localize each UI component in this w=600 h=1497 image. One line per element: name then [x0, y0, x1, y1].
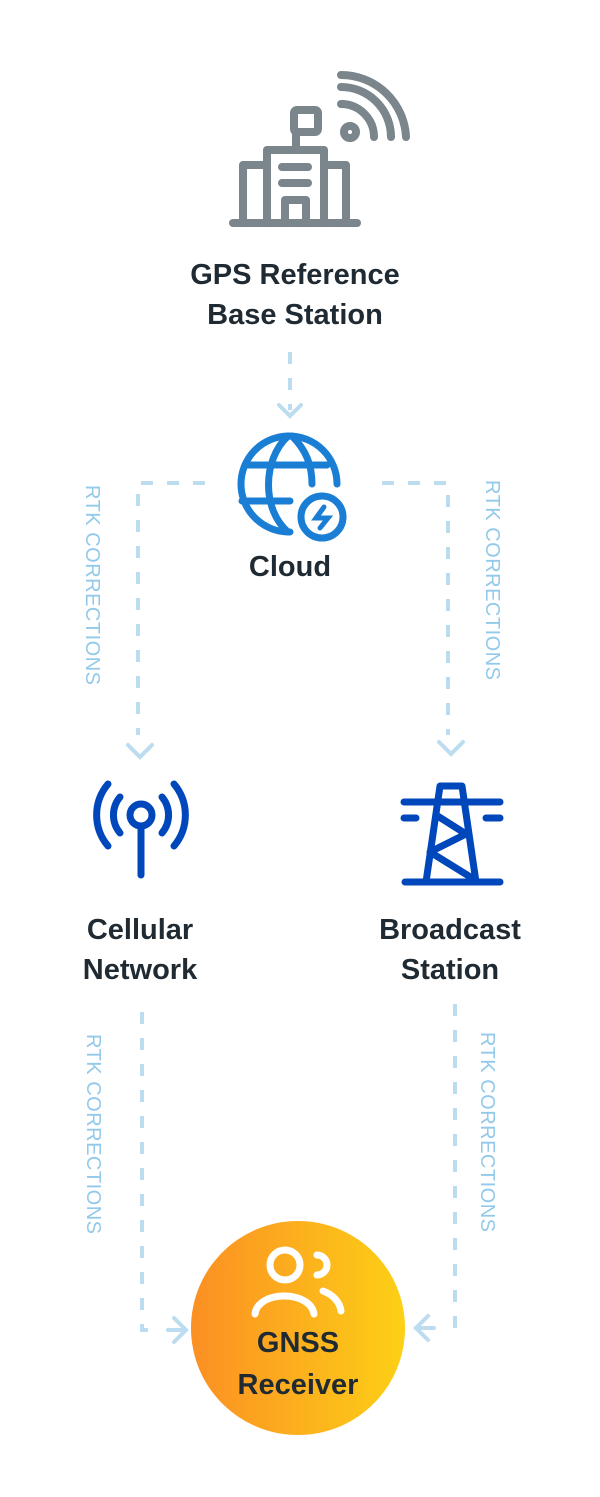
receiver-circle — [191, 1221, 405, 1435]
users-icon — [251, 1246, 345, 1318]
cloud-label: Cloud — [248, 551, 332, 583]
base-station-line2: Base Station — [207, 299, 383, 331]
connector-lines — [136, 352, 457, 1332]
cellular-line2: Network — [82, 954, 198, 986]
rtk-label-bottom-right: RTK CORRECTIONS — [476, 1032, 498, 1233]
broadcast-line1: Broadcast — [379, 914, 521, 946]
broadcast-line2: Station — [400, 954, 500, 986]
globe-bolt-icon — [237, 432, 347, 542]
arrow-icons — [126, 403, 465, 1344]
rtk-label-top-right: RTK CORRECTIONS — [481, 480, 503, 681]
receiver-label: GNSS Receiver — [198, 1322, 398, 1406]
rtk-label-top-left: RTK CORRECTIONS — [81, 485, 103, 686]
transmission-tower-icon — [400, 782, 504, 886]
receiver-line2: Receiver — [237, 1369, 359, 1401]
receiver-line1: GNSS — [256, 1327, 340, 1359]
base-station-line1: GPS Reference — [190, 259, 400, 291]
antenna-icon — [93, 780, 189, 879]
building-wifi-icon — [229, 70, 410, 227]
cellular-line1: Cellular — [86, 914, 194, 946]
rtk-label-bottom-left: RTK CORRECTIONS — [82, 1034, 104, 1235]
